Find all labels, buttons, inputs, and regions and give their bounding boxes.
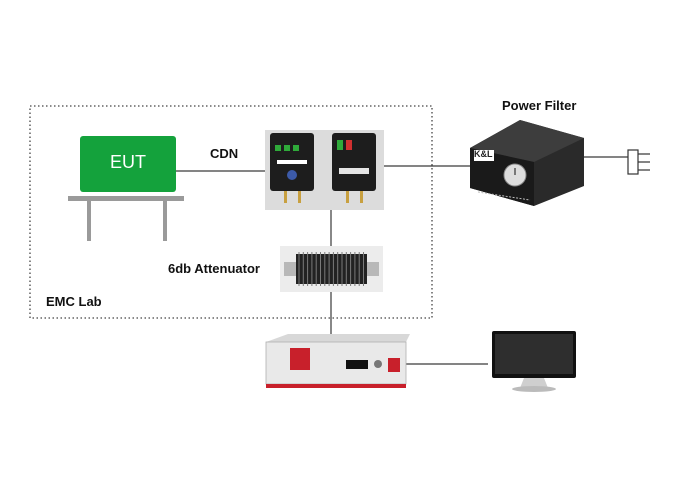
eut-label: EUT (110, 152, 146, 172)
cables (176, 156, 628, 365)
eut-device (68, 136, 184, 241)
eut-table-top (68, 196, 184, 201)
power-filter-label: Power Filter (502, 98, 577, 113)
cdn-label: CDN (210, 146, 239, 161)
power-filter-brand: K&L (474, 149, 493, 159)
power-filter-icon (470, 120, 584, 206)
power-plug-icon (627, 149, 650, 175)
attenuator-label: 6db Attenuator (168, 261, 260, 276)
signal-generator-icon (265, 334, 410, 388)
eut-box (80, 136, 176, 192)
monitor-icon (492, 331, 576, 392)
eut-table-leg-right (163, 201, 167, 241)
emc-lab-label: EMC Lab (46, 294, 102, 309)
attenuator-icon (280, 246, 383, 292)
cdn-unit-icon (265, 130, 384, 210)
emc-lab-boundary (29, 105, 433, 319)
eut-table-leg-left (87, 201, 91, 241)
